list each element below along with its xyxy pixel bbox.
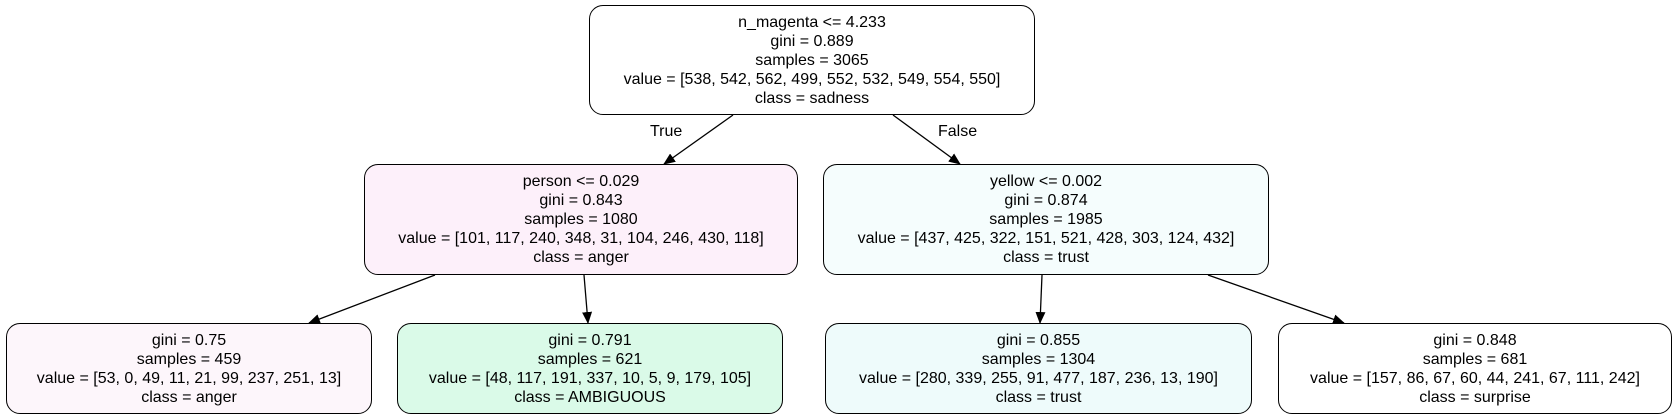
node-text-line: gini = 0.843 (539, 192, 623, 209)
node-text-line: yellow <= 0.002 (989, 173, 1103, 190)
edge-root-to-left (663, 114, 734, 165)
node-text-line: gini = 0.791 (548, 331, 632, 349)
node-text-line: n_magenta <= 4.233 (738, 13, 886, 31)
edge-right-to-rl (1035, 274, 1046, 324)
node-text-line: value = [437, 425, 322, 151, 521, 428, 3… (857, 230, 1235, 247)
node-text-line: value = [538, 542, 562, 499, 552, 532, 5… (623, 70, 1001, 88)
tree-node-left: person <= 0.029 gini = 0.843 samples = 108… (364, 164, 798, 275)
node-text-line: samples = 459 (136, 350, 242, 368)
node-text-line: value = [53, 0, 49, 11, 21, 99, 237, 251… (36, 369, 342, 387)
edge-root-to-right (892, 114, 961, 165)
tree-node-right: yellow <= 0.002 gini = 0.874 samples = 198… (823, 164, 1269, 275)
node-text-line: samples = 1985 (989, 211, 1103, 228)
node-text-line: class = trust (995, 388, 1082, 406)
node-text-line: samples = 621 (537, 350, 643, 368)
node-text-line: samples = 1080 (524, 211, 638, 228)
node-text-line: class = trust (1003, 249, 1089, 266)
edge-right-to-rr (1207, 274, 1345, 325)
node-text-line: gini = 0.855 (996, 331, 1081, 349)
edge-group (308, 114, 1345, 325)
node-text-line: class = sadness (754, 89, 870, 107)
node-text-line: class = anger (141, 388, 237, 406)
node-text-line: class = AMBIGUOUS (514, 388, 666, 406)
node-text-line: gini = 0.889 (770, 32, 854, 50)
node-text-line: person <= 0.029 (522, 173, 640, 190)
edge-left-to-ll (308, 274, 436, 324)
edge-label-false: False (938, 123, 978, 140)
node-text-line: class = surprise (1419, 388, 1531, 406)
node-text-line: samples = 681 (1422, 350, 1528, 368)
node-text-line: gini = 0.75 (151, 331, 227, 349)
node-text-line: gini = 0.848 (1433, 331, 1517, 349)
node-text-line: samples = 3065 (755, 51, 869, 69)
node-text-line: value = [280, 339, 255, 91, 477, 187, 23… (859, 369, 1218, 387)
node-text-line: value = [101, 117, 240, 348, 31, 104, 24… (398, 230, 764, 247)
node-text-line: gini = 0.874 (1004, 192, 1088, 209)
edge-label-true: True (650, 123, 683, 140)
node-text-line: class = anger (533, 249, 629, 266)
node-text-line: value = [48, 117, 191, 337, 10, 5, 9, 17… (428, 369, 752, 387)
node-text-line: value = [157, 86, 67, 60, 44, 241, 67, 1… (1310, 369, 1640, 387)
node-text-line: samples = 1304 (981, 350, 1096, 368)
edge-left-to-lr (582, 274, 593, 324)
